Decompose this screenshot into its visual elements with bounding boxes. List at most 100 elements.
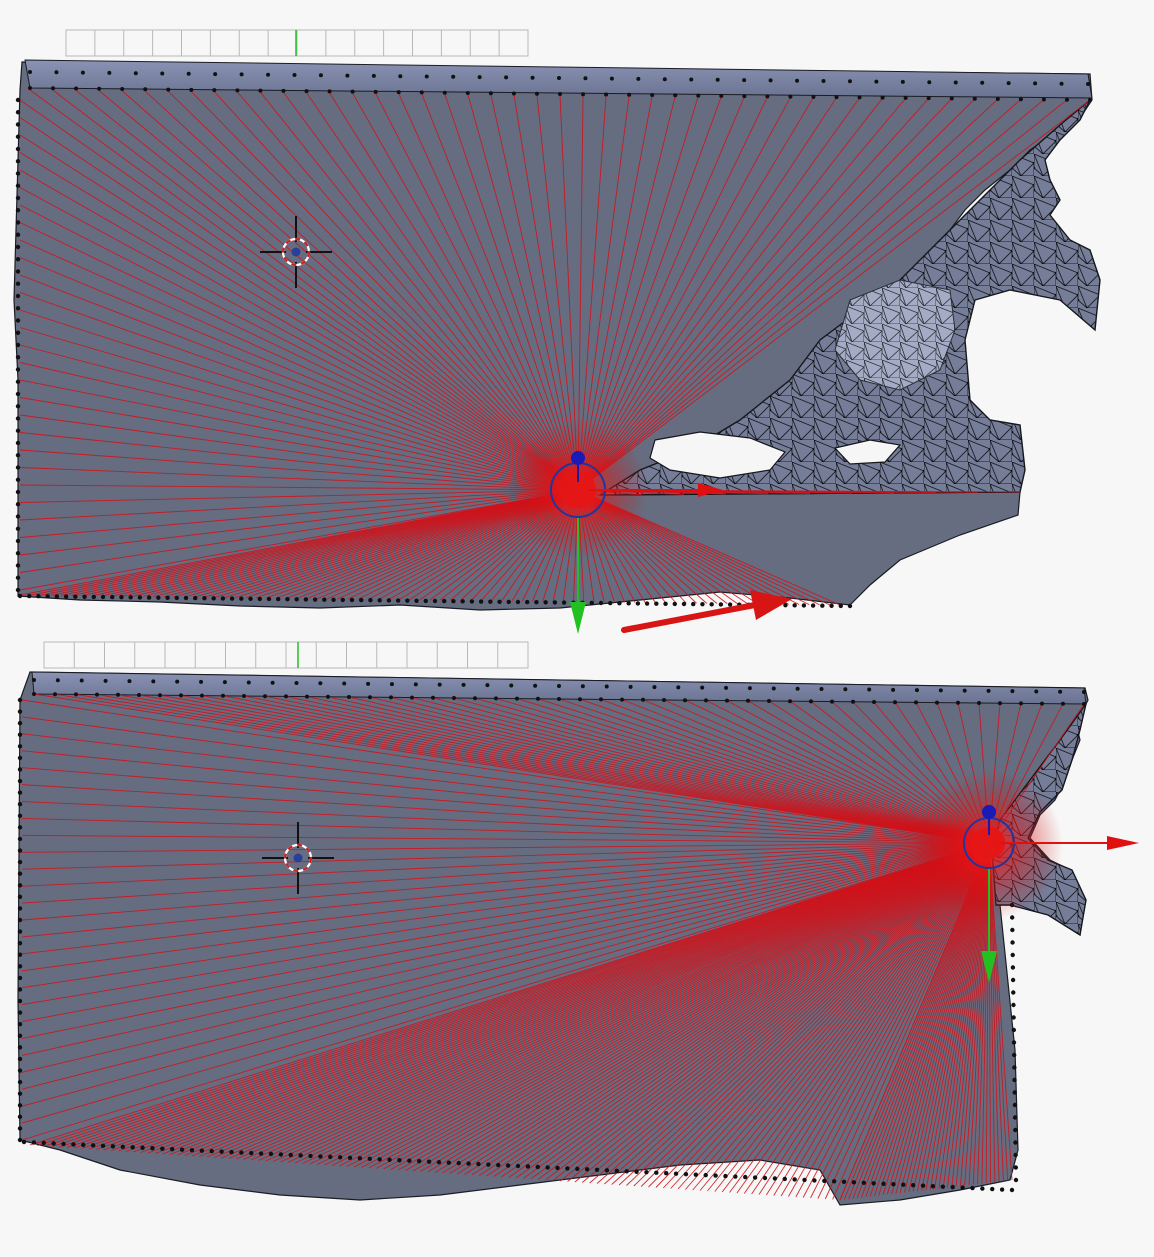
y-axis-arrowhead[interactable] <box>570 602 586 634</box>
mesh-vertex <box>1018 97 1023 102</box>
mesh-vertex <box>820 603 825 608</box>
selected-edge <box>405 842 990 1171</box>
mesh-vertex <box>15 122 21 127</box>
selected-edge <box>19 379 579 491</box>
selected-edge <box>577 96 768 491</box>
mesh-vertex <box>222 680 227 685</box>
mesh-vertex <box>1013 1165 1019 1170</box>
mesh-vertex <box>110 594 115 600</box>
mesh-vertex <box>202 596 207 601</box>
mesh-vertex <box>723 1173 728 1179</box>
mesh-vertex <box>703 1172 708 1178</box>
x-axis-arrowhead[interactable] <box>698 483 723 497</box>
selected-edge <box>515 842 990 1179</box>
mesh-vertex <box>74 692 78 697</box>
selected-edge <box>577 98 953 491</box>
mesh-vertex <box>515 1163 521 1169</box>
mesh-vertex <box>386 598 392 603</box>
selected-edge <box>306 92 579 491</box>
mesh-vertex <box>636 76 641 81</box>
mesh-vertex <box>515 599 521 605</box>
selected-edge <box>21 842 990 972</box>
mesh-vertex <box>17 744 23 749</box>
selected-edge <box>81 842 990 1149</box>
mesh-vertex <box>110 1144 116 1149</box>
mesh-vertex <box>1009 1187 1015 1193</box>
selected-edge <box>138 694 990 844</box>
mesh-vertex <box>935 700 939 705</box>
mesh-vertex <box>288 1152 293 1158</box>
selected-edge <box>243 695 990 844</box>
mesh-vertex <box>368 695 372 700</box>
selected-edge <box>577 97 883 491</box>
mesh-vertex <box>557 76 561 80</box>
selected-edge <box>412 842 990 1172</box>
viewport-ruler <box>43 641 529 669</box>
mesh-vertex <box>681 601 687 607</box>
selected-edge <box>464 842 990 1175</box>
3d-cursor-icon[interactable] <box>262 822 334 894</box>
mesh-vertex <box>396 90 401 95</box>
mesh-vertex <box>31 1140 37 1145</box>
mesh-vertex <box>423 598 428 604</box>
mesh-vertex <box>506 599 511 605</box>
mesh-vertex <box>663 601 668 606</box>
mesh-vertex <box>200 693 204 698</box>
mesh-vertex <box>15 587 21 593</box>
selected-edge <box>648 842 990 1188</box>
mesh-vertex <box>359 597 364 603</box>
3d-cursor-icon[interactable] <box>260 216 332 288</box>
mesh-vertex <box>318 73 323 78</box>
mesh-vertex <box>100 1143 106 1149</box>
mesh-vertex <box>71 1142 76 1147</box>
z-axis-handle-tip[interactable] <box>982 805 996 819</box>
mesh-vertex <box>398 74 403 79</box>
mesh-vertex <box>347 1155 353 1161</box>
mesh-vertex <box>294 597 299 602</box>
mesh-vertex <box>137 595 143 600</box>
mesh-vertex <box>17 697 23 703</box>
mesh-vertex <box>150 1146 155 1151</box>
mesh-hole <box>649 431 786 479</box>
mesh-vertex <box>15 514 21 519</box>
selected-edge <box>184 842 990 1156</box>
transform-gizmo[interactable] <box>550 451 723 634</box>
mesh-vertex <box>901 1182 906 1187</box>
y-axis-arrowhead[interactable] <box>981 951 997 983</box>
mesh-vertex <box>767 699 771 703</box>
selected-edge <box>121 90 579 491</box>
x-axis-arrowhead[interactable] <box>1107 836 1139 850</box>
mesh-vertex <box>962 688 967 693</box>
mesh-vertex <box>995 96 1000 101</box>
mesh-vertex <box>558 92 562 96</box>
selected-edge <box>577 99 1045 491</box>
mesh-vertex <box>838 603 843 609</box>
mesh-vertex <box>485 683 490 688</box>
selected-edge <box>29 89 579 491</box>
selected-edge <box>213 842 990 1158</box>
mesh-vertex <box>713 1173 718 1178</box>
mesh-vertex <box>1040 701 1044 706</box>
mesh-vertex <box>28 86 32 90</box>
mesh-vertex <box>783 603 788 608</box>
mesh-vertex <box>488 91 493 96</box>
mesh-vertex <box>999 1187 1005 1192</box>
mesh-vertex <box>54 594 60 599</box>
selected-edge <box>19 99 579 491</box>
selected-edge <box>294 842 990 1164</box>
mesh-vertex <box>377 1157 382 1162</box>
selected-edge <box>19 274 579 491</box>
mesh-vertex <box>604 92 609 97</box>
transform-gizmo[interactable] <box>963 805 1139 983</box>
mesh-vertex <box>801 603 807 608</box>
mesh-vertex <box>235 88 240 93</box>
mesh-vertex <box>179 693 183 698</box>
mesh-vertex <box>80 70 85 75</box>
mesh-vertex <box>719 93 724 98</box>
selected-edge <box>471 842 990 1176</box>
z-axis-handle-tip[interactable] <box>571 451 585 465</box>
mesh-vertex <box>673 1171 679 1176</box>
selected-edge <box>283 92 579 491</box>
